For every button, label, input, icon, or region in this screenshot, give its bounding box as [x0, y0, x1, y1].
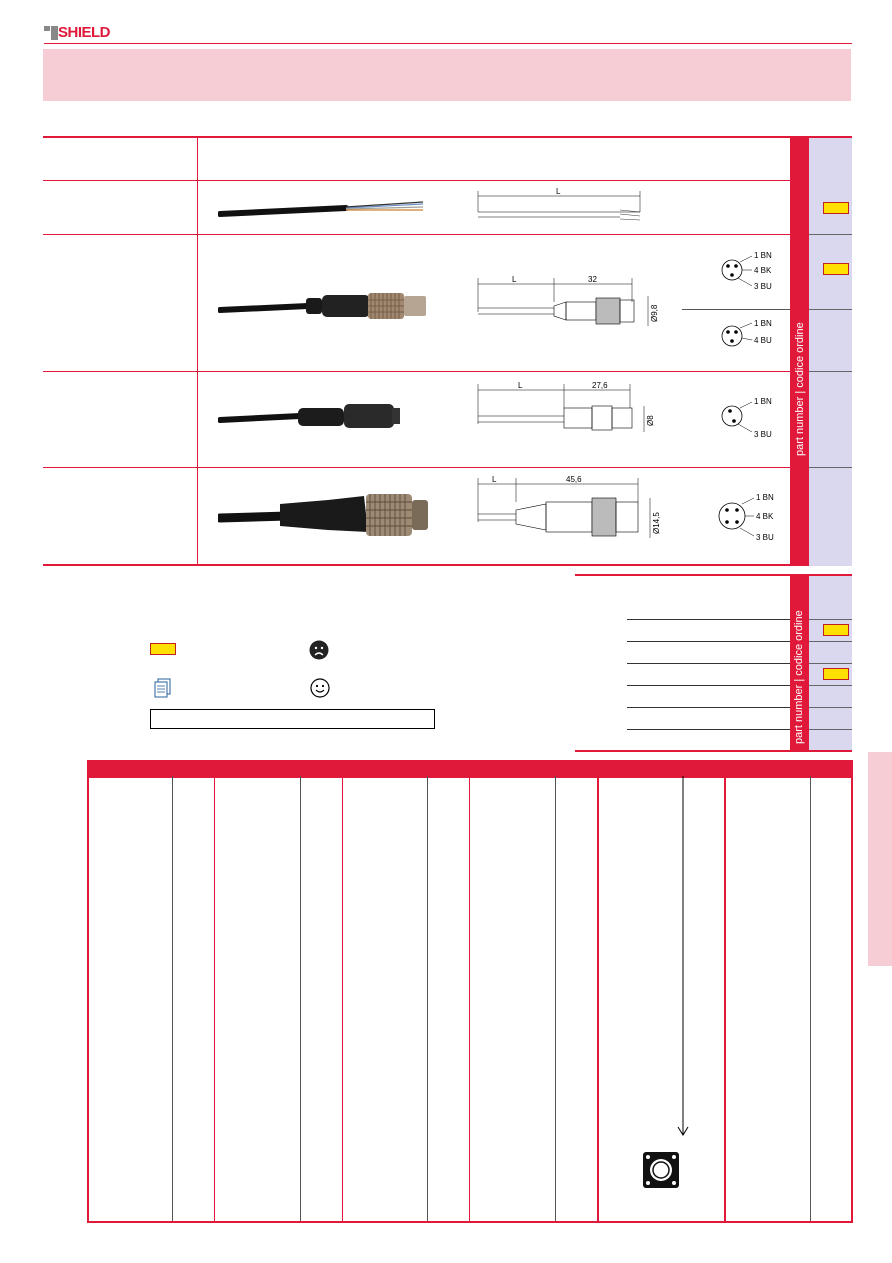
grid-column [342, 776, 343, 1221]
drawing-row2: L 32 Ø9,8 [477, 275, 659, 326]
panel-socket-icon [643, 1152, 679, 1188]
header-rule [44, 43, 852, 44]
dim-length-label: 45,6 [566, 475, 582, 484]
grid-column [810, 776, 811, 1221]
lilac-divider [809, 309, 852, 310]
pinout-row3: 1 BN 3 BU [721, 397, 772, 439]
drawing-leader [682, 309, 790, 310]
yellow-box-icon [823, 668, 849, 680]
dim-diameter-label: Ø14,5 [652, 512, 661, 534]
pinout-row2-a: 1 BN 4 BK 3 BU [721, 251, 772, 291]
dim-diameter-label: Ø8 [646, 415, 655, 426]
edge-tab [868, 752, 892, 966]
yellow-box-icon [150, 643, 176, 655]
yellow-box-icon [823, 263, 849, 275]
pin-label: 1 BN [754, 319, 772, 328]
dim-l-label: L [518, 381, 523, 390]
drawing-row1: L [477, 187, 641, 221]
grid-column [214, 776, 215, 1221]
connector-photo-2 [218, 293, 426, 319]
pin-label: 4 BU [754, 336, 772, 345]
pin-label: 1 BN [754, 251, 772, 260]
entry-line [627, 707, 790, 708]
entry-line [627, 641, 790, 642]
grid-column [427, 776, 428, 1221]
pin-label: 3 BU [754, 282, 772, 291]
entry-line [627, 685, 790, 686]
grid-column [597, 776, 599, 1221]
pin-label: 4 BK [754, 266, 772, 275]
table-bottom-rule [43, 564, 809, 566]
grid-column [555, 776, 556, 1221]
smile-icon [310, 678, 330, 698]
logo-text: SHIELD [58, 24, 111, 41]
frown-icon [309, 640, 329, 660]
lilac-divider [809, 707, 852, 708]
entry-line [627, 729, 790, 730]
lilac-divider [809, 371, 852, 372]
entry-line [627, 619, 790, 620]
block-top-rule [575, 574, 852, 576]
dim-length-label: 32 [588, 275, 597, 284]
side-band-label: part number | codice ordine [794, 322, 806, 456]
column-divider [197, 138, 198, 564]
table-top-rule [43, 136, 852, 138]
cable-photo-1 [218, 201, 424, 217]
pin-label: 1 BN [756, 493, 774, 502]
drawing-row3: L 27,6 Ø8 [477, 381, 655, 432]
lilac-divider [809, 641, 852, 642]
spec-grid [87, 760, 853, 1223]
entry-line [627, 663, 790, 664]
dim-l-label: L [492, 475, 497, 484]
dim-diameter-label: Ø9,8 [650, 304, 659, 322]
row-divider [43, 180, 809, 181]
grid-column [172, 776, 173, 1221]
yellow-box-icon [823, 624, 849, 636]
row-divider [43, 371, 809, 372]
pin-label: 1 BN [754, 397, 772, 406]
document-icon [154, 678, 171, 698]
dim-length-label: 27,6 [592, 381, 608, 390]
grid-column [300, 776, 301, 1221]
side-band-top: part number | codice ordine [790, 138, 809, 566]
connector-photo-4 [218, 494, 428, 536]
yellow-box-icon [823, 202, 849, 214]
logo-mark-icon [44, 26, 58, 40]
connector-photo-3 [218, 404, 400, 428]
grid-column [724, 776, 726, 1221]
lilac-divider [809, 729, 852, 730]
legend-note-box [150, 709, 435, 729]
pin-label: 3 BU [754, 430, 772, 439]
pin-label: 4 BK [756, 512, 774, 521]
side-band-label: part number | codice ordine [793, 610, 805, 744]
lilac-divider [809, 685, 852, 686]
arrow-down-icon [677, 776, 689, 1136]
dim-l-label: L [556, 187, 561, 196]
lilac-divider [809, 663, 852, 664]
lilac-divider [809, 234, 852, 235]
pinout-row4: 1 BN 4 BK 3 BU [718, 493, 774, 542]
block-bottom-rule [575, 750, 852, 752]
side-band-bottom: part number | codice ordine [790, 576, 809, 750]
spec-grid-header [89, 762, 851, 778]
row-divider [43, 467, 809, 468]
pinout-row2-b: 1 BN 4 BU [721, 319, 772, 347]
pin-label: 3 BU [756, 533, 774, 542]
lilac-divider [809, 619, 852, 620]
drawing-row4: L 45,6 Ø14,5 [477, 475, 661, 538]
grid-column [469, 776, 470, 1221]
row-divider [43, 234, 809, 235]
dim-l-label: L [512, 275, 517, 284]
lilac-divider [809, 467, 852, 468]
title-band [43, 49, 851, 101]
